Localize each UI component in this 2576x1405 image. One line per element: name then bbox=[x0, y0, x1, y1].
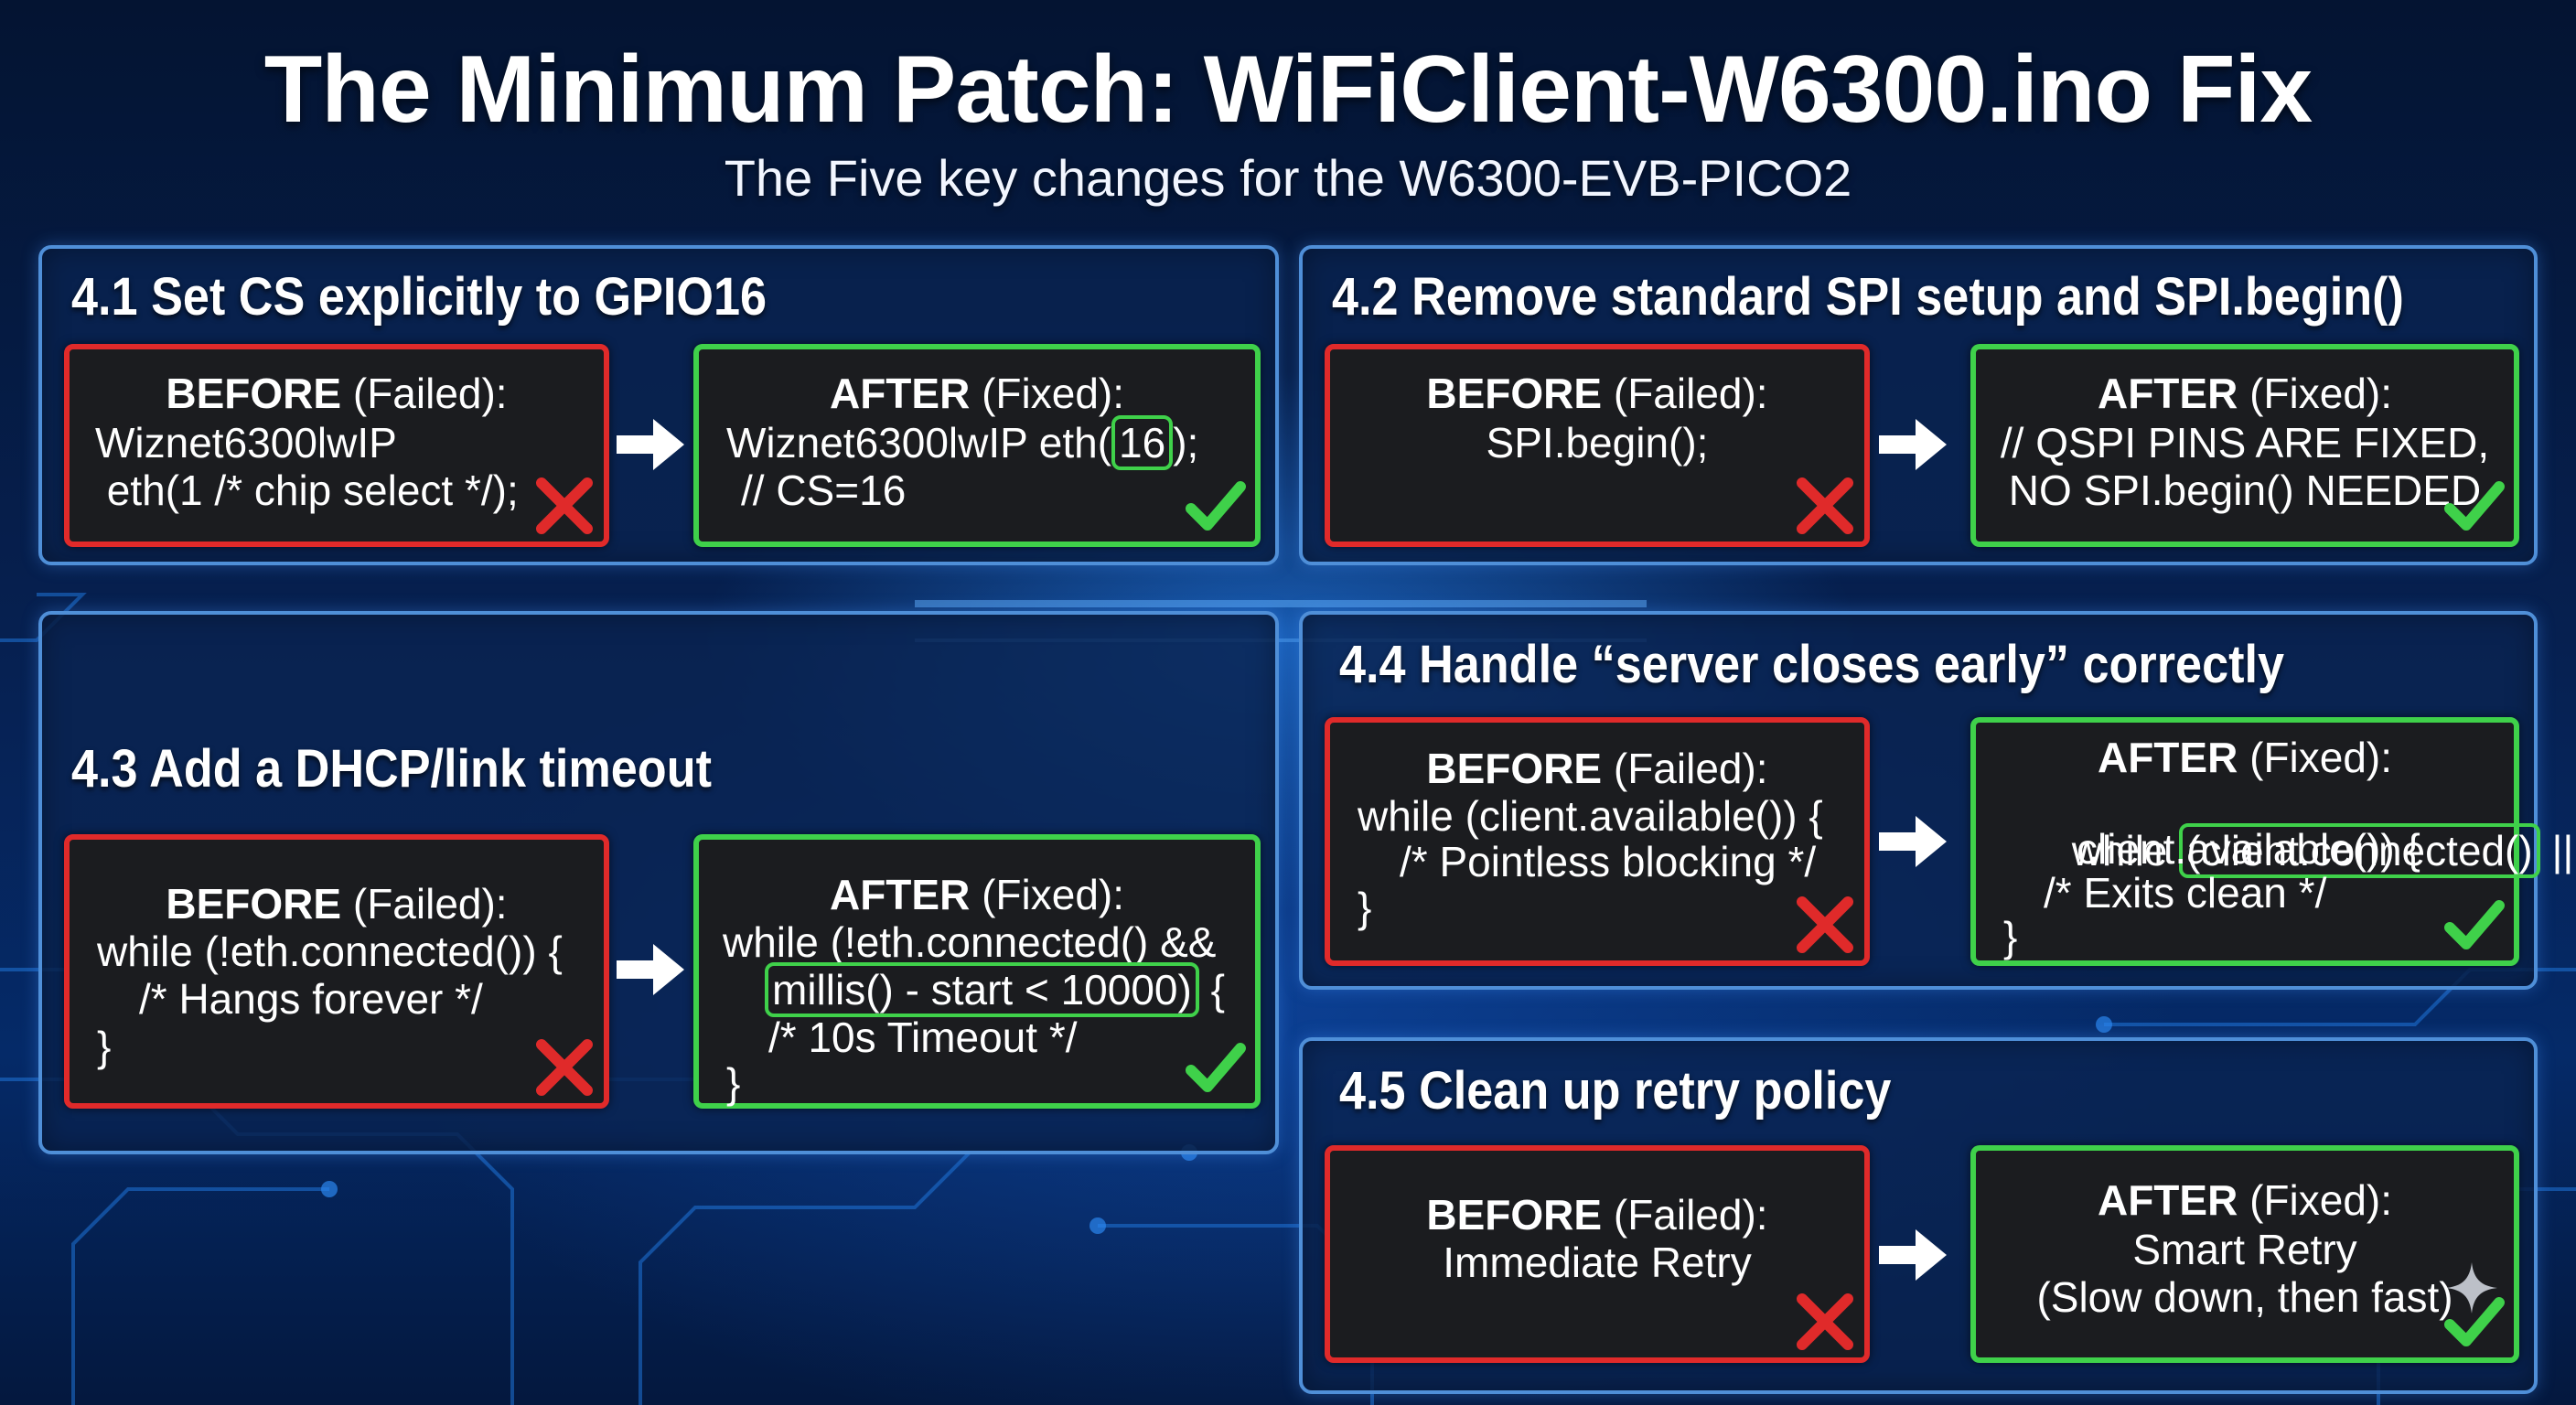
code-line: millis() - start < 10000) { bbox=[765, 962, 1255, 1017]
white-arrow-right-icon bbox=[617, 419, 684, 470]
code-line: // CS=16 bbox=[741, 467, 907, 514]
code-line: client.available()) { bbox=[2077, 825, 2420, 873]
after-label: AFTER (Fixed): bbox=[829, 370, 1124, 417]
panel-4-4: 4.4 Handle “server closes early” correct… bbox=[1299, 611, 2573, 990]
before-code-box: BEFORE (Failed): while (client.available… bbox=[1325, 717, 1870, 966]
code-line: /* Hangs forever */ bbox=[139, 975, 483, 1023]
white-arrow-right-icon bbox=[1879, 1229, 1947, 1281]
after-code-box: AFTER (Fixed): Smart Retry (Slow down, t… bbox=[1970, 1145, 2519, 1363]
panel-heading: 4.4 Handle “server closes early” correct… bbox=[1339, 635, 2285, 694]
green-check-icon bbox=[2444, 481, 2505, 531]
before-code-box: BEFORE (Failed): while (!eth.connected()… bbox=[64, 834, 609, 1109]
panel-4-3: 4.3 Add a DHCP/link timeout BEFORE (Fail… bbox=[38, 611, 1279, 1154]
code-line: /* Pointless blocking */ bbox=[1400, 838, 1817, 885]
panel-4-5: 4.5 Clean up retry policy BEFORE (Failed… bbox=[1299, 1037, 2538, 1394]
code-line: SPI.begin(); bbox=[1486, 419, 1709, 467]
panel-heading: 4.2 Remove standard SPI setup and SPI.be… bbox=[1332, 267, 2404, 327]
panel-4-1: 4.1 Set CS explicitly to GPIO16 BEFORE (… bbox=[38, 245, 1279, 565]
highlight-connected-check: (client.connected() bbox=[2179, 823, 2540, 878]
after-code-box: AFTER (Fixed): while (!eth.connected() &… bbox=[693, 834, 1261, 1109]
before-label: BEFORE (Failed): bbox=[1426, 370, 1768, 417]
before-code-box: BEFORE (Failed): SPI.begin(); bbox=[1325, 344, 1870, 547]
code-line: Smart Retry bbox=[2132, 1226, 2357, 1273]
red-x-icon bbox=[536, 477, 593, 534]
before-label: BEFORE (Failed): bbox=[166, 370, 508, 417]
after-code-box: AFTER (Fixed): while (client.connected()… bbox=[1970, 717, 2573, 966]
code-line: Wiznet6300lwIP bbox=[95, 419, 397, 467]
sparkle-icon bbox=[2446, 1262, 2497, 1314]
page-title: The Minimum Patch: WiFiClient-W6300.ino … bbox=[263, 37, 2313, 143]
before-label: BEFORE (Failed): bbox=[1426, 745, 1768, 792]
green-check-icon bbox=[1186, 481, 1246, 531]
after-label: AFTER (Fixed): bbox=[2097, 1176, 2392, 1224]
white-arrow-right-icon bbox=[617, 944, 684, 995]
code-line: } bbox=[97, 1023, 112, 1070]
code-line: while (!eth.connected()) { bbox=[97, 928, 563, 975]
before-code-box: BEFORE (Failed): Wiznet6300lwIP eth(1 /*… bbox=[64, 344, 609, 547]
code-line: } bbox=[2003, 913, 2018, 960]
red-x-icon bbox=[536, 1039, 593, 1096]
after-label: AFTER (Fixed): bbox=[2097, 370, 2392, 417]
code-line: // QSPI PINS ARE FIXED, bbox=[2000, 419, 2490, 467]
code-line: } bbox=[1358, 884, 1372, 931]
panel-heading: 4.1 Set CS explicitly to GPIO16 bbox=[71, 267, 767, 327]
page-subtitle: The Five key changes for the W6300-EVB-P… bbox=[724, 149, 1852, 207]
panel-heading: 4.5 Clean up retry policy bbox=[1339, 1061, 1892, 1121]
red-x-icon bbox=[1797, 896, 1853, 953]
code-line: Immediate Retry bbox=[1443, 1239, 1752, 1286]
before-code-box: BEFORE (Failed): Immediate Retry bbox=[1325, 1145, 1870, 1363]
red-x-icon bbox=[1797, 1293, 1853, 1350]
panel-4-2: 4.2 Remove standard SPI setup and SPI.be… bbox=[1299, 245, 2538, 565]
white-arrow-right-icon bbox=[1879, 419, 1947, 470]
highlight-timeout-condition: millis() - start < 10000) bbox=[765, 962, 1199, 1017]
green-check-icon bbox=[2444, 900, 2505, 949]
after-code-box: AFTER (Fixed): Wiznet6300lwIP eth(16); /… bbox=[693, 344, 1261, 547]
after-code-box: AFTER (Fixed): // QSPI PINS ARE FIXED, N… bbox=[1970, 344, 2519, 547]
code-line: eth(1 /* chip select */); bbox=[95, 467, 519, 514]
green-check-icon bbox=[1186, 1043, 1246, 1092]
code-line: NO SPI.begin() NEEDED bbox=[2008, 467, 2482, 514]
code-line: while (client.connected() || bbox=[2002, 779, 2573, 922]
code-line: (Slow down, then fast) bbox=[2036, 1273, 2453, 1321]
code-line: while (client.available()) { bbox=[1358, 792, 1823, 840]
after-label: AFTER (Fixed): bbox=[829, 871, 1124, 918]
code-line: Wiznet6300lwIP eth(16); bbox=[726, 415, 1255, 470]
code-line: /* 10s Timeout */ bbox=[768, 1014, 1078, 1061]
green-check-icon bbox=[2444, 1297, 2505, 1346]
white-arrow-right-icon bbox=[1879, 816, 1947, 867]
code-line: while (!eth.connected() && bbox=[723, 918, 1217, 966]
panel-heading: 4.3 Add a DHCP/link timeout bbox=[71, 739, 712, 799]
before-label: BEFORE (Failed): bbox=[1426, 1191, 1768, 1239]
red-x-icon bbox=[1797, 477, 1853, 534]
code-line: /* Exits clean */ bbox=[2044, 869, 2327, 917]
code-line: } bbox=[726, 1059, 741, 1107]
highlight-cs-value: 16 bbox=[1111, 415, 1174, 470]
before-label: BEFORE (Failed): bbox=[166, 880, 508, 928]
after-label: AFTER (Fixed): bbox=[2097, 734, 2392, 781]
